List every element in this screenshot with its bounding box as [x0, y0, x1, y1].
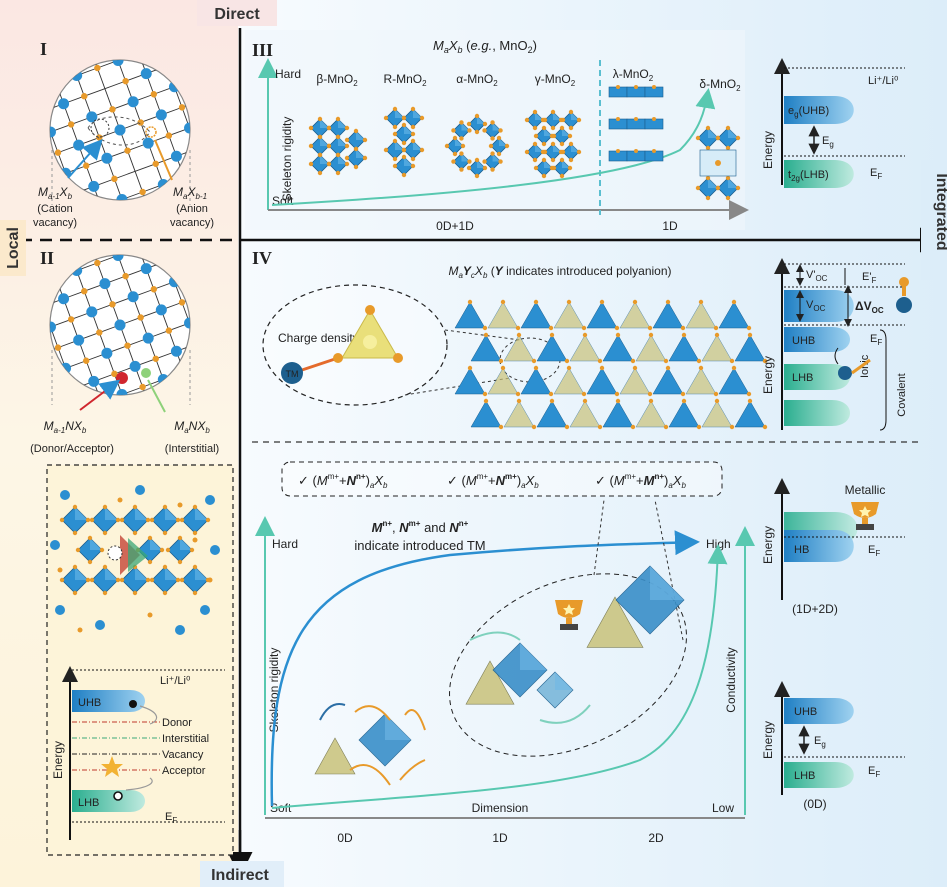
panel-II-lattice [49, 254, 191, 396]
formula-2: ✓ (Mm++Nm+)aXb [447, 472, 539, 490]
panel-II-pointer-right [147, 379, 166, 413]
phase-beta: β-MnO2 [316, 72, 358, 88]
panel-I-left-label-1: (Cation [37, 203, 72, 215]
svg-text:Interstitial: Interstitial [162, 733, 209, 745]
svg-text:Li⁺/Li⁰: Li⁺/Li⁰ [160, 675, 191, 687]
panel-II-right-formula: MaNXb [174, 419, 210, 435]
panel-II-pointer-left [79, 379, 121, 411]
svg-text:UHB: UHB [794, 706, 817, 718]
panel-IV-right-low: Low [712, 801, 734, 815]
axis-label-bottom: Indirect [211, 867, 269, 884]
metallic-dimension: (1D+2D) [792, 602, 838, 616]
panel-IV-right-label: Conductivity [724, 647, 738, 712]
panel-IV-x-tick-0D: 0D [337, 831, 353, 845]
svg-text:UHB: UHB [78, 697, 101, 709]
panel-I-left-label-2: vacancy) [33, 217, 77, 229]
panel-I-right-label-1: (Anion [176, 203, 208, 215]
axis-label-top-bg [197, 0, 277, 26]
panel-I-roman: I [40, 39, 47, 59]
rigidity-curve [270, 530, 700, 807]
panel-II-crystal-structure [50, 485, 220, 635]
polyhedra-assemblies [314, 565, 685, 786]
svg-text:Energy: Energy [761, 356, 775, 394]
axis-label-bottom-bg [200, 861, 284, 887]
panel-III-title: MaXb (e.g., MnO2) [433, 38, 537, 55]
assembly-zoom-line-1 [593, 499, 605, 576]
svg-text:LHB: LHB [792, 372, 813, 384]
axis-label-left: Local [5, 227, 22, 269]
svg-text:Energy: Energy [51, 741, 65, 779]
panel-III-y-hard: Hard [275, 67, 301, 81]
svg-text:eg(UHB): eg(UHB) [788, 105, 829, 119]
panel-II-energy-diagram: Energy Li⁺/Li⁰ UHB LHB Donor Interstitia… [51, 666, 225, 840]
panel-III-rigidity-curve [271, 88, 716, 206]
svg-text:HB: HB [794, 544, 809, 556]
tm-note-line-1: Mn+, Nm+ and Nn+ [372, 519, 469, 535]
panel-II-left-label: (Donor/Acceptor) [30, 443, 114, 455]
charge-density-label: Charge density [278, 331, 359, 345]
panel-III-energy-diagram: Energy Li⁺/Li⁰ eg(UHB) Eg t2g(LHB) EF [761, 58, 905, 188]
zoom-line-top [444, 329, 521, 341]
tm-note-line-2: indicate introduced TM [354, 538, 485, 553]
panel-II-right-label: (Interstitial) [165, 443, 219, 455]
svg-text:Energy: Energy [761, 526, 775, 564]
phase-alpha: α-MnO2 [456, 72, 498, 88]
panel-II-roman: II [40, 248, 54, 268]
svg-text:Donor: Donor [162, 717, 192, 729]
panel-IV-y-label: Skeleton rigidity [267, 648, 281, 733]
charge-density-illustration: TM [281, 305, 403, 384]
metallic-energy-diagram: Energy HB EF Metallic [761, 478, 905, 600]
svg-text:Eg: Eg [822, 135, 834, 149]
panel-IV-x-tick-2D: 2D [648, 831, 664, 845]
assembly-zoom-ellipse [449, 573, 687, 757]
panel-I-pointer-right [154, 139, 173, 181]
panel-I-right-label-2: vacancy) [170, 217, 214, 229]
svg-text:Energy: Energy [761, 131, 775, 169]
panel-IV-energy-diagram: Energy V'OC E'F VOC ΔVOC EF UHB LHB Ioni… [761, 258, 912, 431]
gap-energy-diagram: Energy UHB Eg LHB EF [761, 681, 905, 795]
panel-IV-x-label: Dimension [472, 801, 529, 815]
panel-IV-title: MaYcXb (Y indicates introduced polyanion… [448, 264, 671, 280]
gap-dimension: (0D) [803, 797, 826, 811]
panel-III-y-label: Skeleton rigidity [280, 117, 294, 202]
panel-III-structures [308, 85, 741, 201]
svg-text:Eg: Eg [814, 735, 826, 749]
svg-text:Metallic: Metallic [845, 483, 886, 497]
phase-lambda: λ-MnO2 [613, 67, 654, 83]
svg-text:Acceptor: Acceptor [162, 765, 206, 777]
phase-delta: δ-MnO2 [699, 77, 741, 93]
axis-label-left-bg [0, 220, 26, 276]
panel-IV-x-tick-1D: 1D [492, 831, 508, 845]
svg-text:Covalent: Covalent [896, 373, 908, 416]
panel-III-x-left: 0D+1D [436, 219, 474, 233]
axis-label-right-bg [921, 160, 947, 280]
axis-label-right: Integrated [933, 173, 947, 250]
svg-text:LHB: LHB [794, 770, 815, 782]
svg-text:LHB: LHB [78, 797, 99, 809]
panel-I-lattice [49, 59, 191, 201]
panel-III-x-right: 1D [662, 219, 678, 233]
svg-text:Li⁺/Li⁰: Li⁺/Li⁰ [868, 75, 899, 87]
conductivity-curve [271, 544, 728, 809]
panel-I-pointer-left [67, 139, 103, 179]
panel-III-roman: III [252, 40, 273, 60]
phase-R: R-MnO2 [383, 72, 427, 88]
panel-IV-roman: IV [252, 248, 272, 268]
svg-text:UHB: UHB [792, 335, 815, 347]
phase-gamma: γ-MnO2 [535, 72, 576, 88]
svg-text:TM: TM [286, 369, 299, 379]
formula-3: ✓ (Mm++Mn+)aXb [595, 472, 687, 490]
panel-II-left-formula: Ma-1NXb [44, 419, 87, 435]
panel-I-left-formula: Ma-1Xb [38, 185, 73, 201]
formula-1: ✓ (Mm++Nn+)aXb [298, 472, 388, 490]
svg-text:Vacancy: Vacancy [162, 749, 204, 761]
panel-IV-y-hard: Hard [272, 537, 298, 551]
svg-text:Energy: Energy [761, 721, 775, 759]
formula-box [281, 461, 723, 497]
polyanion-framework [454, 299, 768, 430]
axis-label-top: Direct [214, 6, 260, 23]
